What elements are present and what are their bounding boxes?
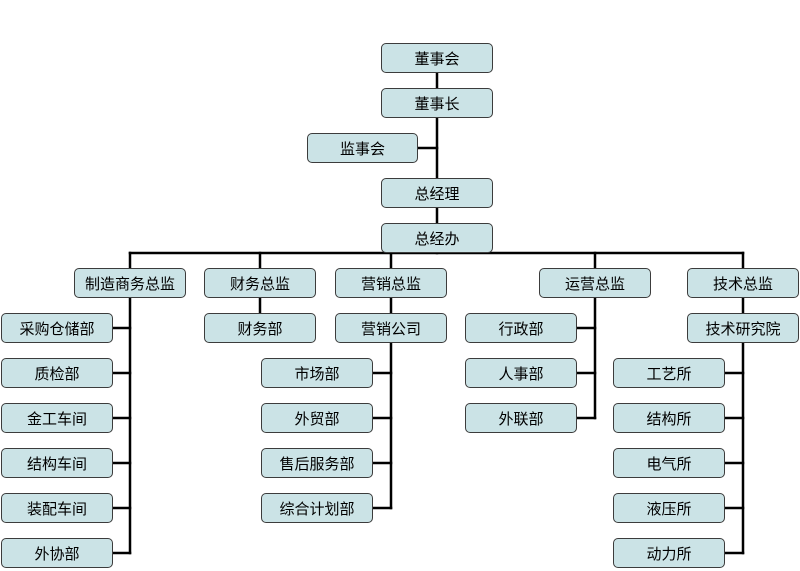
unit-box: 外贸部 (261, 403, 373, 433)
unit-box: 采购仓储部 (1, 313, 113, 343)
dept-head-manufacturing: 制造商务总监 (74, 268, 186, 298)
chairman-box: 董事长 (381, 88, 493, 118)
supervisors-box: 监事会 (307, 133, 418, 163)
gm-box: 总经理 (381, 178, 493, 208)
unit-box: 综合计划部 (261, 493, 373, 523)
sub-head-marketing-company: 营销公司 (335, 313, 447, 343)
dept-head-finance: 财务总监 (204, 268, 316, 298)
unit-box: 质检部 (1, 358, 113, 388)
unit-box: 财务部 (204, 313, 316, 343)
unit-box: 外联部 (465, 403, 577, 433)
unit-box: 动力所 (613, 538, 725, 568)
unit-box: 市场部 (261, 358, 373, 388)
unit-box: 工艺所 (613, 358, 725, 388)
board-box: 董事会 (381, 43, 493, 73)
unit-box: 售后服务部 (261, 448, 373, 478)
unit-box: 外协部 (1, 538, 113, 568)
unit-box: 人事部 (465, 358, 577, 388)
unit-box: 装配车间 (1, 493, 113, 523)
dept-head-marketing: 营销总监 (335, 268, 447, 298)
gm-office-box: 总经办 (381, 223, 493, 253)
dept-head-operations: 运营总监 (539, 268, 651, 298)
unit-box: 电气所 (613, 448, 725, 478)
dept-head-technology: 技术总监 (687, 268, 799, 298)
unit-box: 行政部 (465, 313, 577, 343)
sub-head-tech-institute: 技术研究院 (687, 313, 799, 343)
unit-box: 金工车间 (1, 403, 113, 433)
unit-box: 结构车间 (1, 448, 113, 478)
unit-box: 结构所 (613, 403, 725, 433)
unit-box: 液压所 (613, 493, 725, 523)
